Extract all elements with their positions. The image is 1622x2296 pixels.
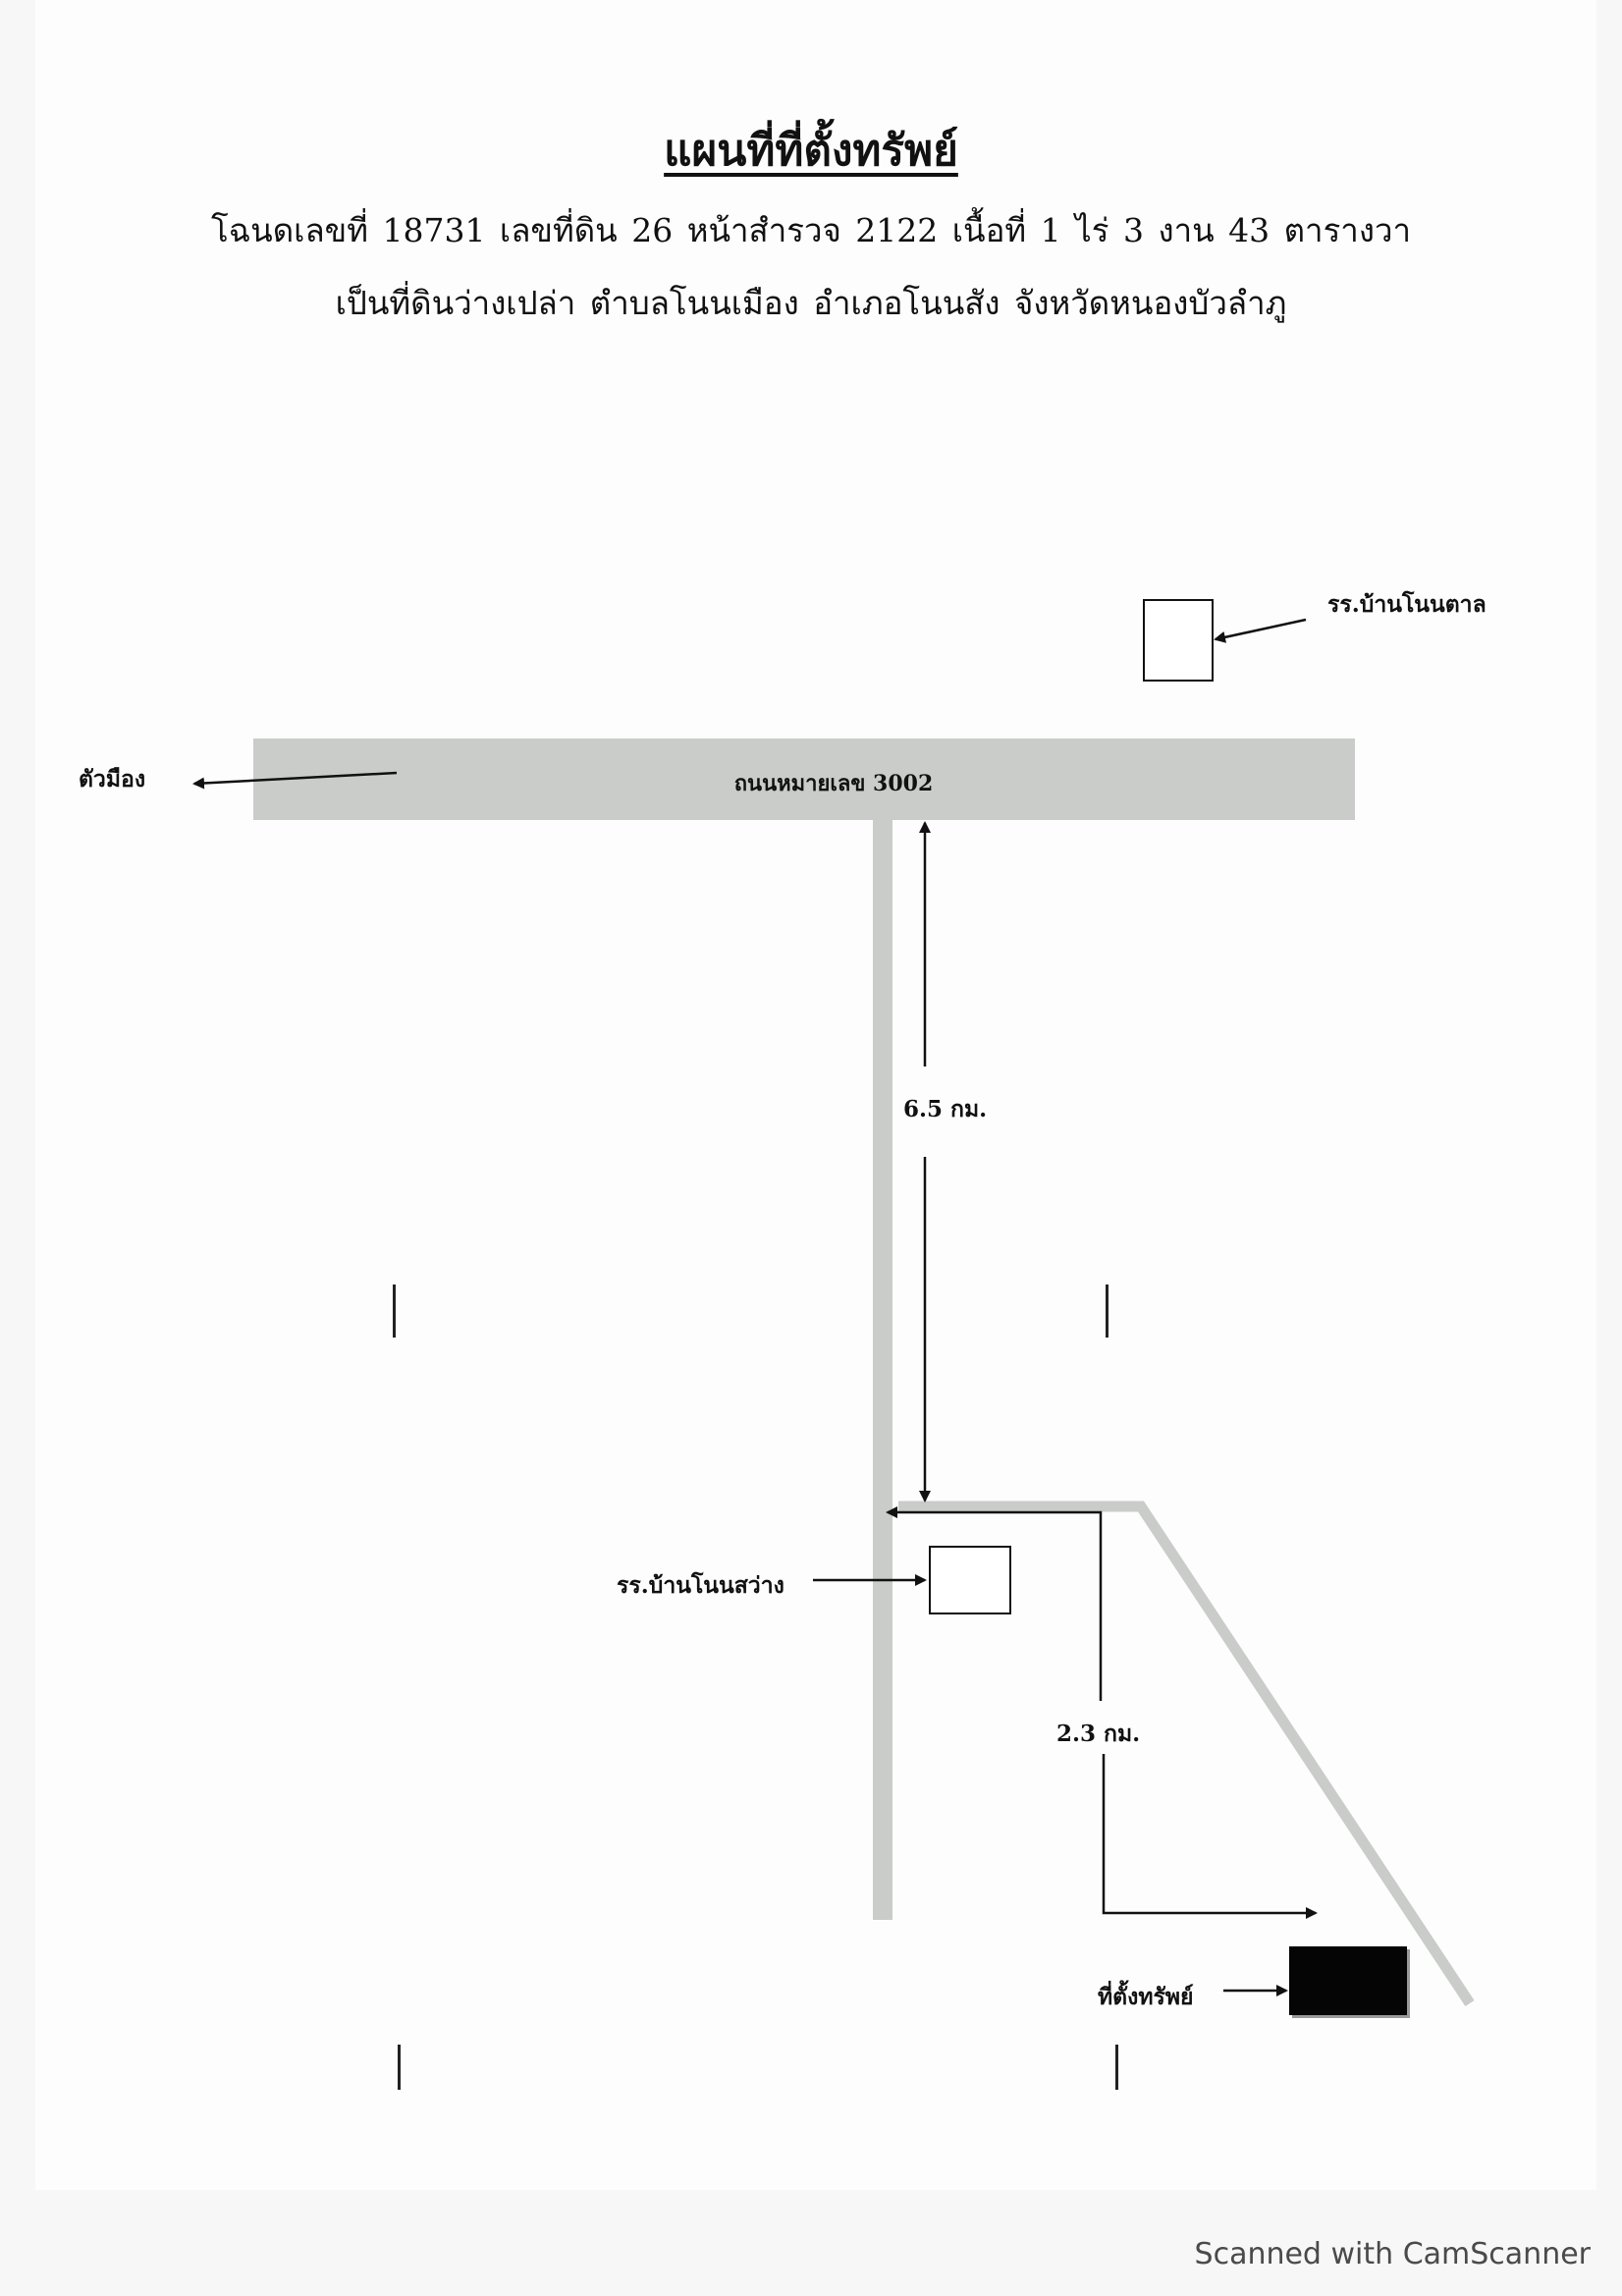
tick-mark [1106, 1285, 1108, 1338]
location-details: เป็นที่ดินว่างเปล่า ตำบลโนนเมือง อำเภอโน… [335, 284, 1287, 322]
arrow-distance-2-top [886, 1506, 1103, 1701]
page-title: แผนที่ที่ตั้งทรัพย์ [664, 126, 958, 176]
tick-mark [393, 1285, 396, 1338]
scanner-watermark: Scanned with CamScanner [1194, 2237, 1591, 2271]
property-marker [1289, 1946, 1407, 2015]
diagonal-road [898, 1501, 1475, 2007]
arrow-distance-2-bottom [1102, 1754, 1318, 1919]
school-north-label: รร.บ้านโนนตาล [1327, 591, 1487, 618]
distance-label-2: 2.3 กม. [1056, 1721, 1141, 1747]
arrow-school-north [1214, 618, 1307, 643]
arrow-town [192, 771, 398, 790]
deed-details: โฉนดเลขที่ 18731 เลขที่ดิน 26 หน้าสำรวจ … [210, 211, 1412, 249]
school-mid-marker [929, 1546, 1011, 1614]
main-road-label: ถนนหมายเลข 3002 [733, 771, 934, 796]
property-label: ที่ตั้งทรัพย์ [1098, 1984, 1194, 2010]
scanned-page [35, 0, 1596, 2190]
distance-label-1: 6.5 กม. [903, 1096, 988, 1122]
main-road: ถนนหมายเลข 3002 [253, 738, 1355, 820]
town-label: ตัวมือง [79, 766, 146, 793]
school-north-marker [1143, 599, 1214, 682]
school-mid-label: รร.บ้านโนนสว่าง [617, 1572, 784, 1599]
side-road [873, 820, 892, 1920]
tick-mark [398, 2045, 401, 2090]
tick-mark [1115, 2045, 1118, 2090]
